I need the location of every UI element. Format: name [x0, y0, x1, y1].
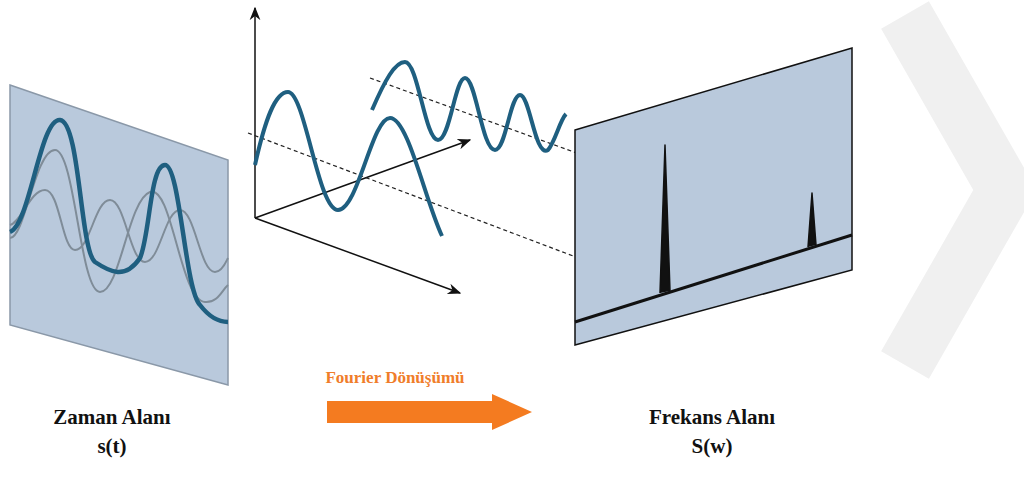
- transform-arrow: [327, 394, 532, 430]
- function-label: S(w): [692, 434, 733, 458]
- transform-label: Fourier Dönüşümü: [325, 368, 464, 388]
- frequency-panel: [575, 48, 852, 345]
- time-panel: [10, 85, 228, 385]
- spectral-peak: [808, 193, 816, 247]
- frequency-baseline: [575, 235, 852, 322]
- frequency-axis: [255, 140, 470, 218]
- watermark-chevron: [905, 15, 1005, 365]
- time-signal: [10, 120, 228, 322]
- spectral-peak: [660, 145, 670, 293]
- component-wave: [10, 190, 228, 272]
- amplitude-axis: [254, 8, 256, 218]
- component-wave: [10, 150, 228, 302]
- high-frequency-wave: [372, 62, 566, 151]
- time-axis: [255, 218, 460, 293]
- domain-label: Zaman Alanı: [53, 405, 170, 429]
- function-label: s(t): [97, 434, 126, 458]
- domain-label: Frekans Alanı: [649, 405, 775, 429]
- low-frequency-wave: [255, 92, 442, 236]
